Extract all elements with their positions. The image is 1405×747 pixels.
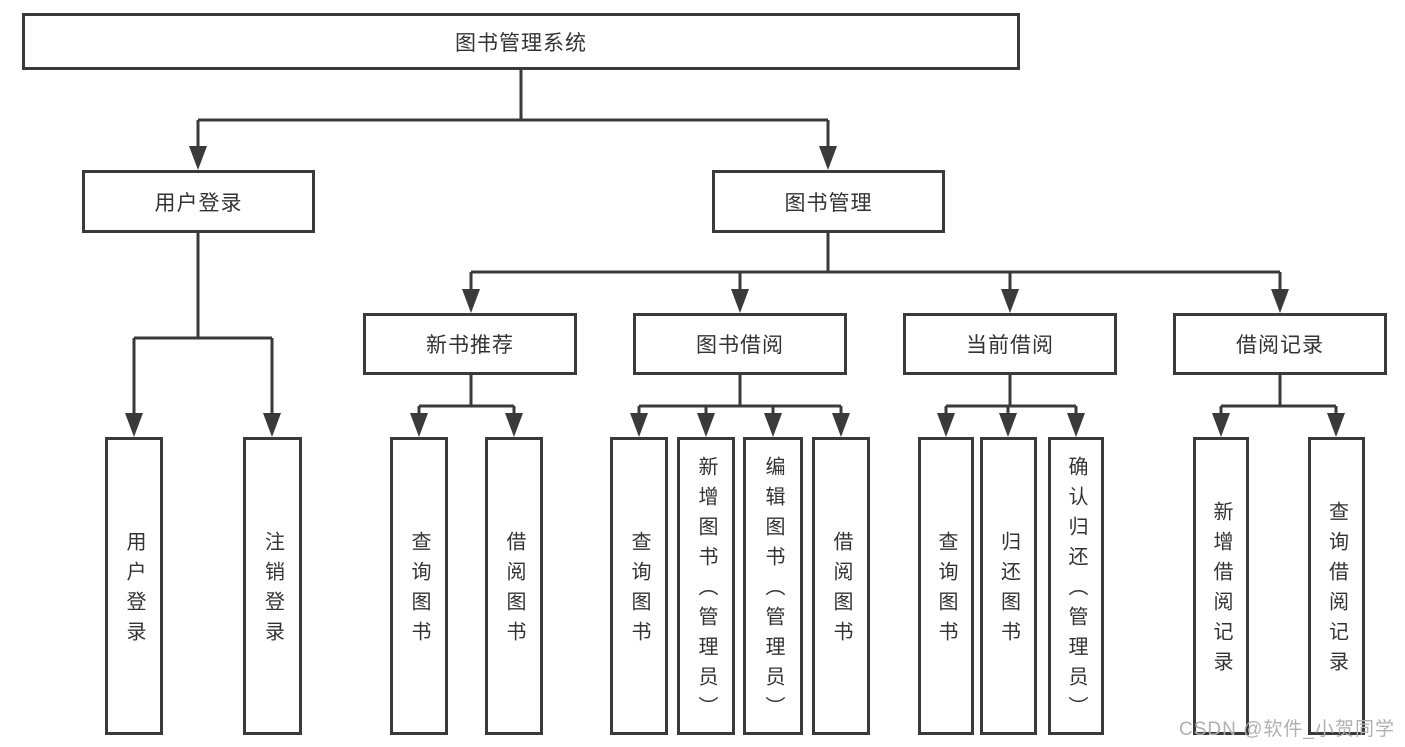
node-query-books-2: 查询图书 [610,437,668,735]
node-user-login-label: 用户登录 [154,191,243,215]
csdn-watermark: CSDN @软件_小贺同学 [1179,719,1395,740]
node-edit-book-admin: 编辑图书（管理员） [743,437,803,735]
node-add-borrow-record: 新增借阅记录 [1193,437,1249,735]
node-confirm-return-admin: 确认归还（管理员） [1048,437,1104,735]
node-query-books-1: 查询图书 [390,437,448,735]
node-return-book: 归还图书 [980,437,1037,735]
node-book-management-label: 图书管理 [784,191,873,215]
node-logout: 注销登录 [243,437,302,735]
node-current-borrow: 当前借阅 [903,313,1117,375]
node-root-system: 图书管理系统 [22,13,1020,70]
node-user-login-leaf: 用户登录 [105,437,163,735]
node-query-borrow-record: 查询借阅记录 [1308,437,1365,735]
node-current-borrow-label: 当前借阅 [966,334,1054,357]
node-root-label: 图书管理系统 [455,31,587,55]
node-borrow-records: 借阅记录 [1173,313,1387,375]
node-borrow-books-1: 借阅图书 [485,437,543,735]
node-book-management: 图书管理 [712,170,945,233]
arrowheads [125,146,1345,437]
node-query-books-3: 查询图书 [918,437,974,735]
node-new-book-recommend: 新书推荐 [363,313,577,375]
node-borrow-books-2: 借阅图书 [812,437,870,735]
node-add-book-admin: 新增图书（管理员） [677,437,735,735]
node-user-login: 用户登录 [82,170,315,233]
node-borrow-records-label: 借阅记录 [1236,334,1324,357]
node-new-book-recommend-label: 新书推荐 [426,334,514,357]
node-book-borrow: 图书借阅 [633,313,847,375]
node-book-borrow-label: 图书借阅 [696,334,784,357]
